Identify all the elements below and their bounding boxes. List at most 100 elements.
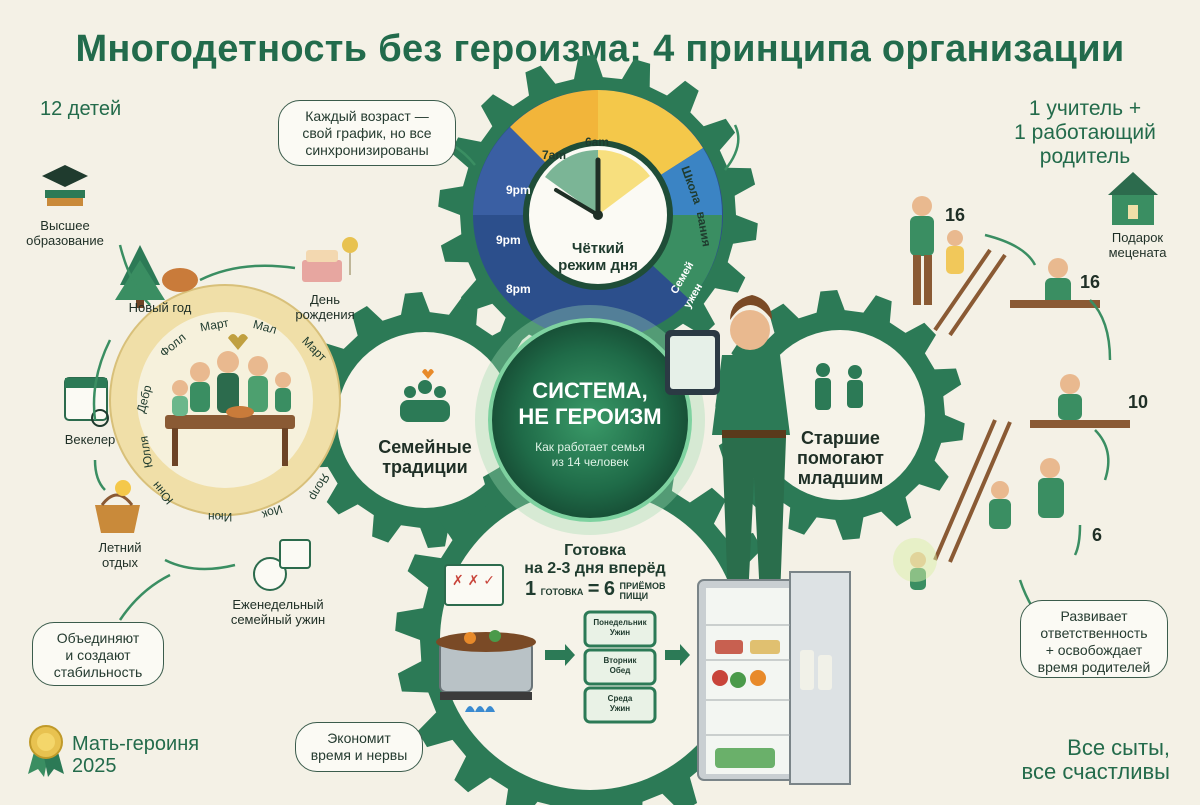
time-label-6am: 6am [585,135,610,149]
award-line-1: Мать-героиня [72,733,200,755]
parents-line-2: 1 работающий [1014,121,1156,144]
age-label-3: 10 [1128,392,1149,412]
equation-right-words: ПРИЁМОВ ПИЩИ [620,581,666,601]
kids-count: 12 детей [40,98,122,120]
elders-bubble-line-2: ответственность [1040,625,1148,641]
traditions-bubble-line-1: Объединяют [56,630,140,646]
dinner-plate-illustration [253,539,311,591]
cooking-arrows [545,644,690,666]
birthday-line-1: День [310,292,340,307]
birthday-line-2: рождения [295,307,355,322]
cooking-bubble-line-1: Экономит [327,730,391,746]
summer-label: Летний отдых [85,540,155,570]
center-text: СИСТЕМА, НЕ ГЕРОИЗМ Как работает семья и… [490,378,690,470]
elders-gear-line-1: Старшие [801,428,880,448]
birthday-cake-illustration [302,237,358,282]
summer-line-1: Летний [98,540,142,555]
elders-bubble-line-1: Развивает [1060,608,1128,624]
traditions-gear-label: Семейные традиции [370,437,480,477]
age-label-2: 16 [1080,272,1101,292]
parents-line-1: 1 учитель + [1028,97,1142,120]
gift-line-1: Подарок [1111,230,1164,245]
elders-gear-line-2: помогают [797,448,884,468]
time-label-9pm-b: 9pm [496,233,521,247]
family-group-icon [400,369,450,422]
clock-label-line-1: Чёткий [571,240,625,257]
gift-line-2: мецената [1108,245,1167,260]
equation-sign: = [587,578,600,600]
traditions-bubble-line-3: стабильность [53,664,143,680]
center-subtitle-line-1: Как работает семья [535,440,645,454]
container-label-1: Понедельник Ужин [588,618,652,638]
cooking-title-line-2: на 2-3 дня вперёд [524,560,666,577]
weekly-dinner-line-2: семейный ужин [230,612,326,627]
higher-education-line-2: образование [26,233,104,248]
gift-label: Подарок мецената [1095,230,1180,260]
elders-gear-line-3: младшим [797,468,884,488]
equation-right-word-2: ПИЩИ [619,590,649,601]
award-line-2: 2025 [72,755,117,777]
mother-figure [665,295,790,598]
graduation-books-illustration [42,165,88,206]
container-3-day: Среда [607,694,633,703]
fridge-illustration [697,571,851,785]
new-year-label: Новый год [128,300,192,315]
container-1-meal: Ужин [609,628,631,637]
container-2-meal: Обед [609,666,631,675]
summer-line-2: отдых [102,555,138,570]
clock [473,90,723,340]
elders-gear-label: Старшие помогают младшим [788,428,893,488]
elders-bubble-line-4: время родителей [1037,659,1151,675]
award-text: Мать-героиня 2025 [72,733,199,777]
birthday-label: День рождения [290,292,360,322]
parents-line-3: родитель [1039,145,1131,168]
calendar-label: Векелер [64,432,116,447]
footer-slogan-line-1: Все сыты, [1067,735,1170,760]
time-label-8pm: 8pm [506,282,531,296]
container-2-day: Вторник [603,656,637,665]
equation-right-word-1: ПРИЁМОВ [619,580,666,591]
svg-text:✗ ✗ ✓: ✗ ✗ ✓ [452,572,495,588]
elders-bubble-line-3: + освобождает [1045,642,1143,658]
schedule-bubble-line-3: синхронизированы [305,142,429,158]
cooking-pot-illustration [436,630,536,712]
cooking-title-line-1: Готовка [564,542,626,559]
kids-illustration [893,196,1130,590]
page-title: Многодетность без героизма: 4 принципа о… [75,28,1125,70]
time-label-7am: 7am [542,148,567,162]
weekly-dinner-line-1: Еженедельный [232,597,324,612]
award-medal-icon [28,725,64,777]
helping-people-icon [815,363,863,410]
cooking-bubble: Экономит время и нервы [295,722,423,772]
equation-left-word: ГОТОВКА [540,587,584,597]
higher-education-label: Высшее образование [25,218,105,248]
center-subtitle-line-2: из 14 человек [551,455,629,469]
picnic-basket-illustration [95,480,140,533]
clock-label-line-2: режим дня [558,257,638,274]
clock-label: Чёткий режим дня [548,240,648,274]
center-hub [475,305,705,535]
cooking-equation: 1 ГОТОВКА = 6 ПРИЁМОВ ПИЩИ [525,578,695,601]
time-label-9pm-a: 9pm [506,183,531,197]
schedule-bubble-line-1: Каждый возраст — [305,108,429,124]
calendar-illustration [64,377,109,427]
container-label-2: Вторник Обед [588,656,652,676]
elders-bubble: Развивает ответственность + освобождает … [1020,600,1168,678]
containers-illustration [583,610,657,724]
container-1-day: Понедельник [593,618,647,627]
equation-right-num: 6 [603,578,616,600]
wheel-month-8: Июн [208,510,233,524]
cooking-title: Готовка на 2-3 дня вперёд [510,542,680,578]
footer-slogan: Все сыты, все счастливы [990,736,1170,784]
schedule-bubble: Каждый возраст — свой график, но все син… [278,100,456,166]
higher-education-line-1: Высшее [40,218,90,233]
center-title-line-1: СИСТЕМА, [532,378,648,403]
schedule-bubble-line-2: свой график, но все [302,125,432,141]
traditions-bubble: Объединяют и создают стабильность [32,622,164,686]
parents-info: 1 учитель + 1 работающий родитель [990,97,1180,169]
gift-house-illustration [1108,172,1158,225]
footer-slogan-line-2: все счастливы [1021,759,1170,784]
traditions-gear-line-2: традиции [382,457,468,477]
age-label-1: 16 [945,205,966,225]
